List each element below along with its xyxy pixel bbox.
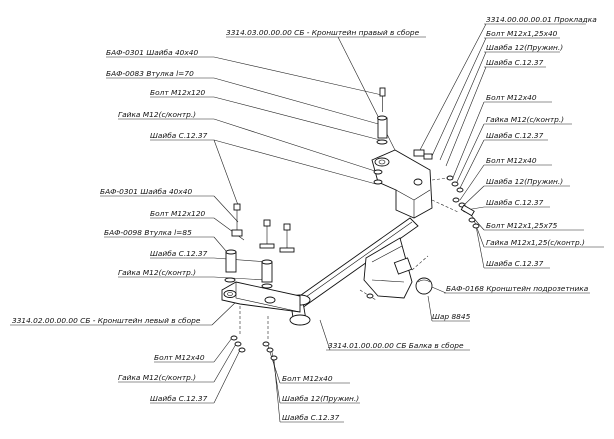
label-washer-40x40-upper: БАФ-0301 Шайба 40х40 <box>106 48 199 57</box>
label-bolt-m12x125x75: Болт М12х1,25х75 <box>486 221 558 230</box>
label-sleeve-70: БАФ-0083 Втулка l=70 <box>106 69 194 78</box>
label-bolt-m12x40-bottom-mid: Болт М12х40 <box>282 374 333 383</box>
label-nut-m12-upper: Гайка М12(с/контр.) <box>118 110 197 119</box>
label-ball-bracket: БАФ-0168 Кронштейн подрозетника <box>446 284 589 293</box>
label-right-bracket-assembly: 3314.03.00.00.00 СБ - Кронштейн правый в… <box>226 28 420 37</box>
label-washer-40x40-lower: БАФ-0301 Шайба 40х40 <box>100 187 193 196</box>
label-washer-c1237-right-b: Шайба С.12.37 <box>486 198 544 207</box>
label-bolt-m12x40-bottom-left: Болт М12х40 <box>154 353 205 362</box>
label-left-bracket-assembly: 3314.02.00.00.00 СБ - Кронштейн левый в … <box>12 316 201 325</box>
label-ball: Шар 8845 <box>432 312 471 321</box>
beam-drawing <box>289 217 433 326</box>
label-washer-c1237-bottom-left: Шайба С.12.37 <box>150 394 208 403</box>
label-washer-c1237-bottom-mid: Шайба С.12.37 <box>282 413 340 422</box>
label-washer-c1237-right-a: Шайба С.12.37 <box>486 131 544 140</box>
label-sleeve-85: БАФ-0098 Втулка l=85 <box>104 228 192 237</box>
label-bolt-m12x40-right-b: Болт М12х40 <box>486 156 537 165</box>
leader-lines <box>211 23 487 423</box>
label-nut-m12-right-a: Гайка М12(с/контр.) <box>486 115 565 124</box>
label-nut-m12-bottom-left: Гайка М12(с/контр.) <box>118 373 197 382</box>
label-bolt-m12x120-upper: Болт М12х120 <box>150 88 206 97</box>
label-bolt-m12x125x40: Болт М12х1,25х40 <box>486 29 558 38</box>
left-bracket-drawing <box>221 203 301 361</box>
label-washer-c1237-upper-left: Шайба С.12.37 <box>150 131 208 140</box>
label-washer-c1237-lower-left: Шайба С.12.37 <box>150 249 208 258</box>
label-beam-assembly: 3314.01.00.00.00 СБ Балка в сборе <box>328 341 464 350</box>
label-spring-washer-right-b: Шайба 12(Пружин.) <box>486 177 564 186</box>
label-spring-washer-top: Шайба 12(Пружин.) <box>486 43 564 52</box>
label-washer-c1237-right-c: Шайба С.12.37 <box>486 259 544 268</box>
label-bolt-m12x120-lower: Болт М12х120 <box>150 209 206 218</box>
label-gasket: 3314.00.00.00.01 Прокладка <box>486 15 597 24</box>
label-nut-m12x125: Гайка М12х1,25(с/контр.) <box>486 238 585 247</box>
label-underlines <box>10 23 604 423</box>
label-nut-m12-lower: Гайка М12(с/контр.) <box>118 268 197 277</box>
label-bolt-m12x40-right-a: Болт М12х40 <box>486 93 537 102</box>
label-washer-c1237-top: Шайба С.12.37 <box>486 58 544 67</box>
right-bracket-drawing <box>371 87 480 229</box>
label-spring-washer-bottom-mid: Шайба 12(Пружин.) <box>282 394 360 403</box>
